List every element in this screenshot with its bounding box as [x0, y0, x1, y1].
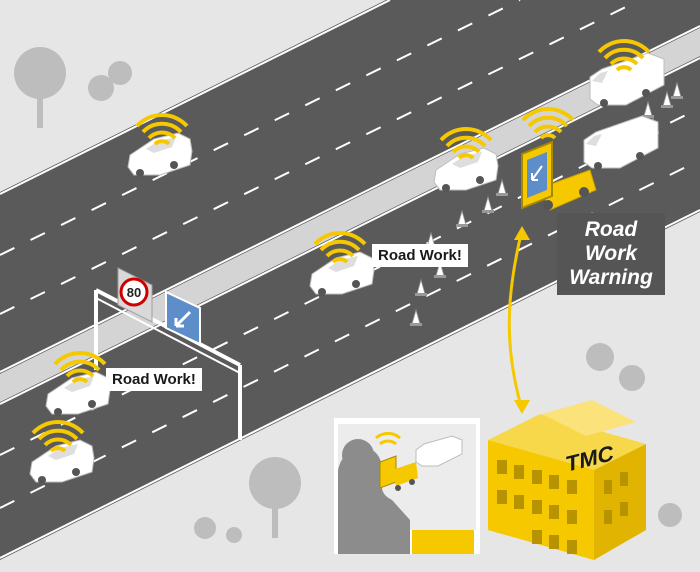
speed-limit-value: 80 — [127, 285, 141, 300]
screen-truck — [375, 431, 418, 491]
arrow-down-left-icon — [174, 310, 192, 328]
tmc-building — [488, 400, 646, 560]
warning-line-2: Work — [584, 242, 638, 265]
arrow-down-left-icon — [531, 165, 543, 181]
arrow-sign — [165, 290, 201, 346]
operator-monitor — [334, 418, 480, 554]
road-work-truck — [521, 107, 597, 211]
communication-arrow — [507, 226, 530, 414]
screen-van — [415, 435, 463, 467]
road-work-label-center: Road Work! — [372, 244, 468, 267]
wireless-signal-icon — [379, 439, 397, 446]
warning-line-3: Warning — [569, 266, 653, 289]
road-work-warning-label: Road Work Warning — [557, 213, 665, 295]
operator-silhouette — [338, 446, 410, 554]
warning-line-1: Road — [584, 218, 638, 241]
speed-limit-sign: 80 — [117, 267, 153, 323]
road-work-label-left: Road Work! — [106, 368, 202, 391]
